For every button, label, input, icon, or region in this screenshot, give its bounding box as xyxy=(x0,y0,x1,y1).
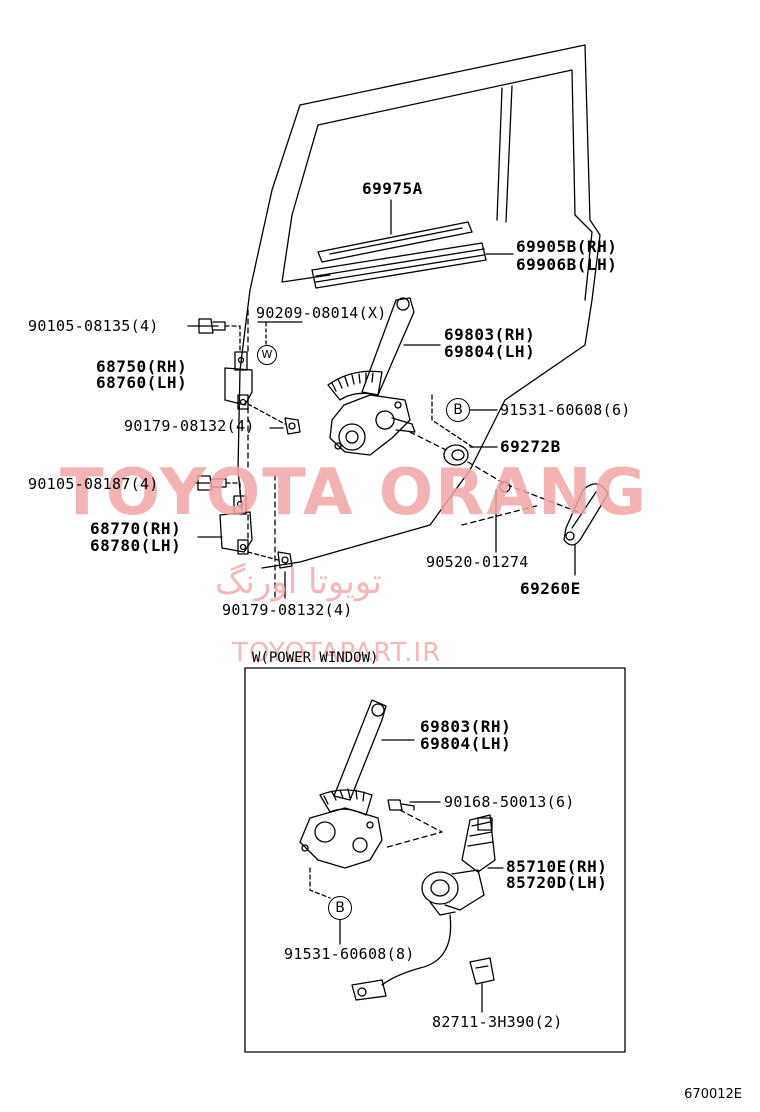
label-pw-screw: 90168-50013(6) xyxy=(444,793,575,811)
label-nut-upper: 90179-08132(4) xyxy=(124,417,255,435)
label-bolt-lower: 90105-08187(4) xyxy=(28,475,159,493)
label-knob: 69272B xyxy=(500,437,561,456)
label-pw-regulator-lh: 69804(LH) xyxy=(420,734,512,753)
label-hinge-upper-rh: 68750(RH) xyxy=(96,357,188,376)
label-snap-ring: 90520-01274 xyxy=(426,553,529,571)
label-motor-lh: 85720D(LH) xyxy=(506,873,608,892)
marker-b-upper: B xyxy=(446,398,470,422)
label-pw-bolt: 91531-60608(8) xyxy=(284,945,415,963)
watermark-brand-fa: تویوتا اورنگ xyxy=(215,562,382,602)
label-regulator-lh: 69804(LH) xyxy=(444,342,536,361)
diagram-code: 670012E xyxy=(684,1087,742,1102)
label-nut-lower: 90179-08132(4) xyxy=(222,601,353,619)
label-pw-regulator-rh: 69803(RH) xyxy=(420,717,512,736)
label-handle: 69260E xyxy=(520,579,581,598)
label-glass-channel: 69975A xyxy=(362,179,423,198)
marker-w: W xyxy=(257,345,277,365)
watermark-url: TOYOTAPART.IR xyxy=(232,638,442,668)
label-run-rh: 69905B(RH) xyxy=(516,237,618,256)
label-pw-connector: 82711-3H390(2) xyxy=(432,1013,563,1031)
power-window-caption: W(POWER WINDOW) xyxy=(252,650,379,666)
label-hinge-upper-lh: 68760(LH) xyxy=(96,373,188,392)
watermark-brand: TOYOTA ORANG xyxy=(60,456,649,530)
label-bolt-regulator: 91531-60608(6) xyxy=(500,401,631,419)
label-hinge-lower-rh: 68770(RH) xyxy=(90,519,182,538)
label-bolt-upper: 90105-08135(4) xyxy=(28,317,159,335)
label-regulator-rh: 69803(RH) xyxy=(444,325,536,344)
marker-b-pw: B xyxy=(328,896,352,920)
label-hinge-lower-lh: 68780(LH) xyxy=(90,536,182,555)
label-motor-rh: 85710E(RH) xyxy=(506,857,608,876)
label-clip: 90209-08014(X) xyxy=(256,304,387,322)
label-run-lh: 69906B(LH) xyxy=(516,255,618,274)
